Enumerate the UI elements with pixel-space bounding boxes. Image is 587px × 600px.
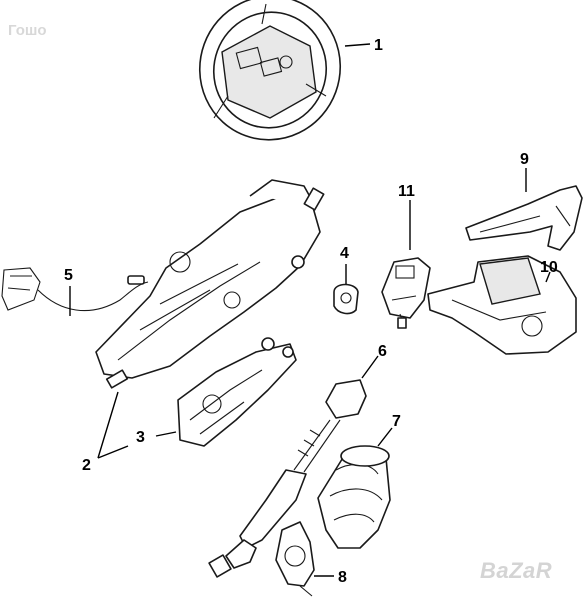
brand-watermark: BaZaR	[480, 558, 553, 583]
callout-label-8: 8	[338, 569, 347, 586]
callout-label-11: 11	[398, 183, 415, 200]
clip-drawing	[333, 283, 359, 315]
callout-label-6: 6	[378, 343, 387, 360]
upper-cover-drawing	[465, 185, 583, 251]
callout-7: 7	[377, 413, 401, 447]
callout-label-4: 4	[340, 245, 349, 262]
callout-label-2: 2	[82, 457, 91, 474]
callout-4: 4	[340, 245, 349, 284]
ignition-switch-drawing	[381, 257, 431, 329]
callout-11: 11	[398, 183, 415, 250]
lower-shaft-drawing	[208, 379, 367, 578]
callout-10: 10	[540, 259, 558, 283]
callout-label-7: 7	[392, 413, 401, 430]
callout-label-5: 5	[64, 267, 73, 284]
bearing-plate-drawing	[275, 521, 315, 597]
callout-label-9: 9	[520, 151, 529, 168]
callout-5: 5	[64, 267, 73, 316]
callout-8: 8	[314, 569, 347, 586]
callout-2: 2	[82, 391, 129, 474]
wiring-harness-drawing	[1, 267, 149, 312]
callout-3: 3	[136, 429, 177, 446]
user-watermark: Гошо	[8, 22, 47, 39]
callout-label-3: 3	[136, 429, 145, 446]
steering-column-drawing	[95, 179, 325, 389]
steering-wheel-drawing	[198, 0, 342, 141]
callout-9: 9	[520, 151, 529, 192]
callout-label-10: 10	[540, 259, 558, 276]
lower-cover-drawing	[427, 255, 577, 355]
callout-6: 6	[361, 343, 387, 379]
callout-label-1: 1	[374, 37, 383, 54]
boot-drawing	[317, 445, 391, 549]
callout-1: 1	[344, 37, 383, 54]
intermediate-shaft-drawing	[177, 337, 297, 447]
